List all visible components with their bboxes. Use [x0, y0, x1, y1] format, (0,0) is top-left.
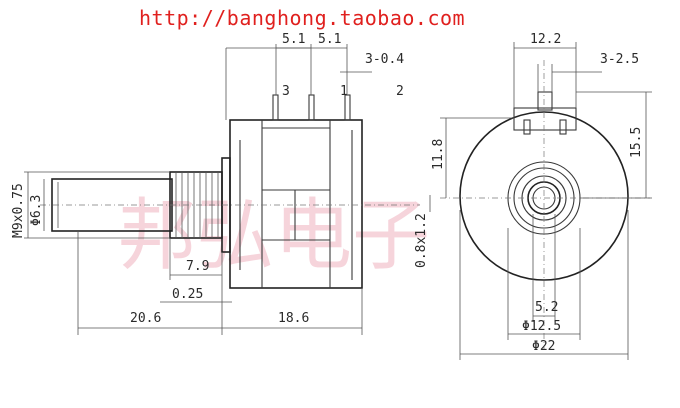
dim-height-2: 15.5 [629, 127, 644, 158]
pin-3 [272, 94, 279, 121]
dim-boss-dia: Φ12.5 [522, 319, 561, 334]
dim-flange-thk: 0.25 [172, 287, 203, 302]
dim-pin-pitch-2: 5.1 [318, 32, 341, 47]
dim-shaft-len: 20.6 [130, 311, 161, 326]
dim-bushing-len: 7.9 [186, 259, 209, 274]
pin-label-1: 1 [340, 84, 348, 99]
dim-height-1: 11.8 [431, 139, 446, 170]
dim-lug-width: 3-2.5 [600, 52, 639, 67]
dim-pin-offset: 0.8x1.2 [414, 213, 429, 268]
side-view: 3 1 2 5.1 5.1 3-0.4 M9x0.75 Φ6.3 7.9 0.2… [11, 32, 431, 335]
front-view: 12.2 3-2.5 11.8 15.5 5.2 Φ12.5 Φ22 [431, 32, 652, 360]
lug-top [537, 91, 553, 111]
pin-label-3: 3 [282, 84, 290, 99]
header-url: http://banghong.taobao.com [139, 6, 466, 30]
dim-thread: M9x0.75 [11, 183, 26, 238]
dim-lug-span: 12.2 [530, 32, 561, 47]
dim-body-len: 18.6 [278, 311, 309, 326]
dim-body-dia: Φ22 [532, 339, 555, 354]
pin-1 [308, 94, 315, 121]
dim-inner-dia: 5.2 [535, 300, 558, 315]
body-outline [229, 119, 363, 289]
dim-shaft-dia: Φ6.3 [29, 195, 44, 226]
pin-2 [344, 94, 351, 121]
pin-label-2: 2 [396, 84, 404, 99]
watermark-text: 邦弘电子 [118, 191, 430, 281]
dim-pin-width: 3-0.4 [365, 52, 404, 67]
dim-pin-pitch-1: 5.1 [282, 32, 305, 47]
